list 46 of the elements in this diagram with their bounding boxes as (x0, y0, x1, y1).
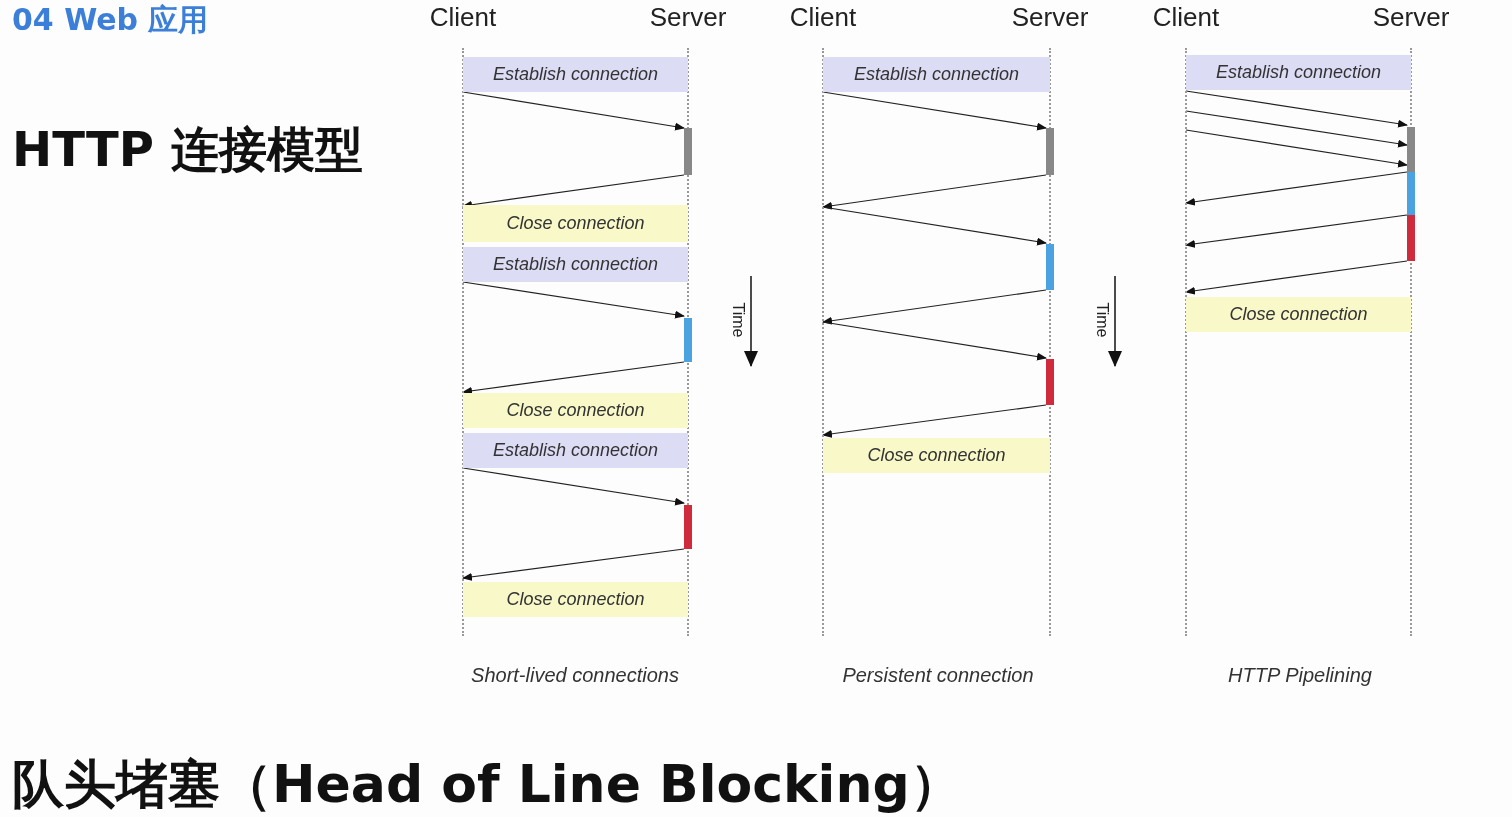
arrow (822, 289, 1047, 325)
activity-bar (1407, 127, 1415, 172)
arrow (1185, 129, 1408, 168)
lifeline-header: Client (429, 2, 497, 33)
arrow (1185, 171, 1408, 206)
phase-box: Close connection (463, 582, 688, 617)
arrow (822, 206, 1047, 246)
arrow (822, 321, 1047, 361)
phase-box: Establish connection (463, 57, 688, 92)
phase-box: Establish connection (463, 433, 688, 468)
slide-title: 04 Web 应用 (12, 1, 209, 39)
phase-box: Close connection (823, 438, 1050, 473)
diagram-caption: Persistent connection (842, 664, 1034, 687)
lifeline-header: Server (649, 2, 727, 33)
arrow (462, 548, 685, 581)
arrow (822, 174, 1047, 210)
arrow (1185, 110, 1408, 148)
activity-bar (1046, 359, 1054, 405)
arrow (1185, 214, 1408, 248)
phase-box: Establish connection (1186, 55, 1411, 90)
axis-label: Time (729, 302, 747, 338)
lifeline-header: Server (1372, 2, 1450, 33)
phase-box: Establish connection (463, 247, 688, 282)
arrow (1185, 260, 1408, 295)
diagram-caption: HTTP Pipelining (1228, 664, 1372, 687)
activity-bar (684, 505, 692, 549)
activity-bar (1046, 244, 1054, 290)
arrow (1185, 90, 1408, 128)
diagram-caption: Short-lived connections (471, 664, 679, 687)
activity-bar (1407, 215, 1415, 261)
lifeline-header: Server (1011, 2, 1089, 33)
activity-bar (1407, 172, 1415, 215)
arrow (822, 404, 1047, 438)
phase-box: Close connection (1186, 297, 1411, 332)
lifeline-header: Client (1152, 2, 1220, 33)
lifeline-header: Client (789, 2, 857, 33)
phase-box: Close connection (463, 205, 688, 242)
phase-box: Close connection (463, 393, 688, 428)
phase-box: Establish connection (823, 57, 1050, 92)
heading: 队头堵塞（Head of Line Blocking） (12, 753, 962, 816)
axis-label: Time (1093, 302, 1111, 338)
arrow (462, 361, 685, 395)
heading: HTTP 连接模型 (12, 120, 363, 179)
activity-bar (684, 128, 692, 175)
activity-bar (1046, 128, 1054, 175)
activity-bar (684, 318, 692, 362)
